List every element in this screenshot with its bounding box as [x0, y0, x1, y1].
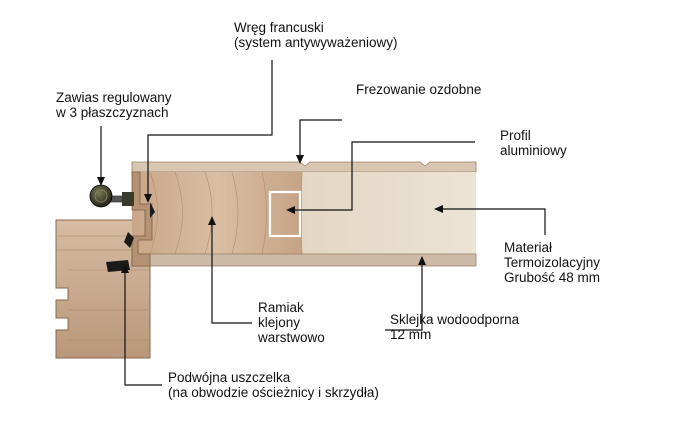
label-sklejka: Sklejka wodoodporna 12 mm [390, 312, 519, 342]
label-profil: Profil aluminiowy [500, 128, 567, 158]
label-ramiak-line1: Ramiak [258, 300, 304, 315]
label-ramiak-line2: klejony [258, 315, 301, 330]
label-ramiak: Ramiak klejony warstwowo [258, 300, 325, 345]
leader-arrowheads [97, 155, 443, 273]
french-rebate-edge [131, 171, 153, 267]
label-sklejka-line1: Sklejka wodoodporna [390, 312, 520, 327]
thermal-insulation-core [300, 171, 476, 255]
laminated-stile [132, 171, 302, 255]
label-material-line3: Grubość 48 mm [504, 270, 601, 285]
label-zawias-line2: w 3 płaszczyznach [56, 105, 169, 120]
label-material-line1: Materiał [504, 240, 553, 255]
label-frezowanie: Frezowanie ozdobne [356, 82, 481, 97]
label-uszczelka-line1: Podwójna uszczelka [168, 370, 291, 385]
adjustable-hinge [89, 184, 134, 208]
label-wreg-line2: (system antywyważeniowy) [234, 35, 398, 50]
label-uszczelka-line2: (na obwodzie ościeżnicy i skrzydła) [168, 385, 379, 400]
label-material: Materiał Termoizolacyjny Grubość 48 mm [504, 240, 600, 285]
label-uszczelka: Podwójna uszczelka (na obwodzie ościeżni… [168, 370, 379, 400]
label-profil-line1: Profil [500, 128, 531, 143]
plywood-top-layer [131, 161, 477, 173]
label-ramiak-line3: warstwowo [258, 330, 325, 345]
label-frezowanie-line1: Frezowanie ozdobne [356, 82, 482, 97]
label-wreg-francuski: Wręg francuski (system antywyważeniowy) [234, 20, 398, 50]
label-profil-line2: aluminiowy [500, 143, 567, 158]
aluminium-profile-outline [268, 190, 302, 238]
label-sklejka-line2: 12 mm [390, 327, 432, 342]
label-material-line2: Termoizolacyjny [504, 255, 601, 270]
leader-lines [100, 60, 546, 386]
label-zawias-line1: Zawias regulowany [56, 90, 172, 105]
label-zawias: Zawias regulowany w 3 płaszczyznach [56, 90, 172, 120]
label-wreg-line1: Wręg francuski [234, 20, 324, 35]
